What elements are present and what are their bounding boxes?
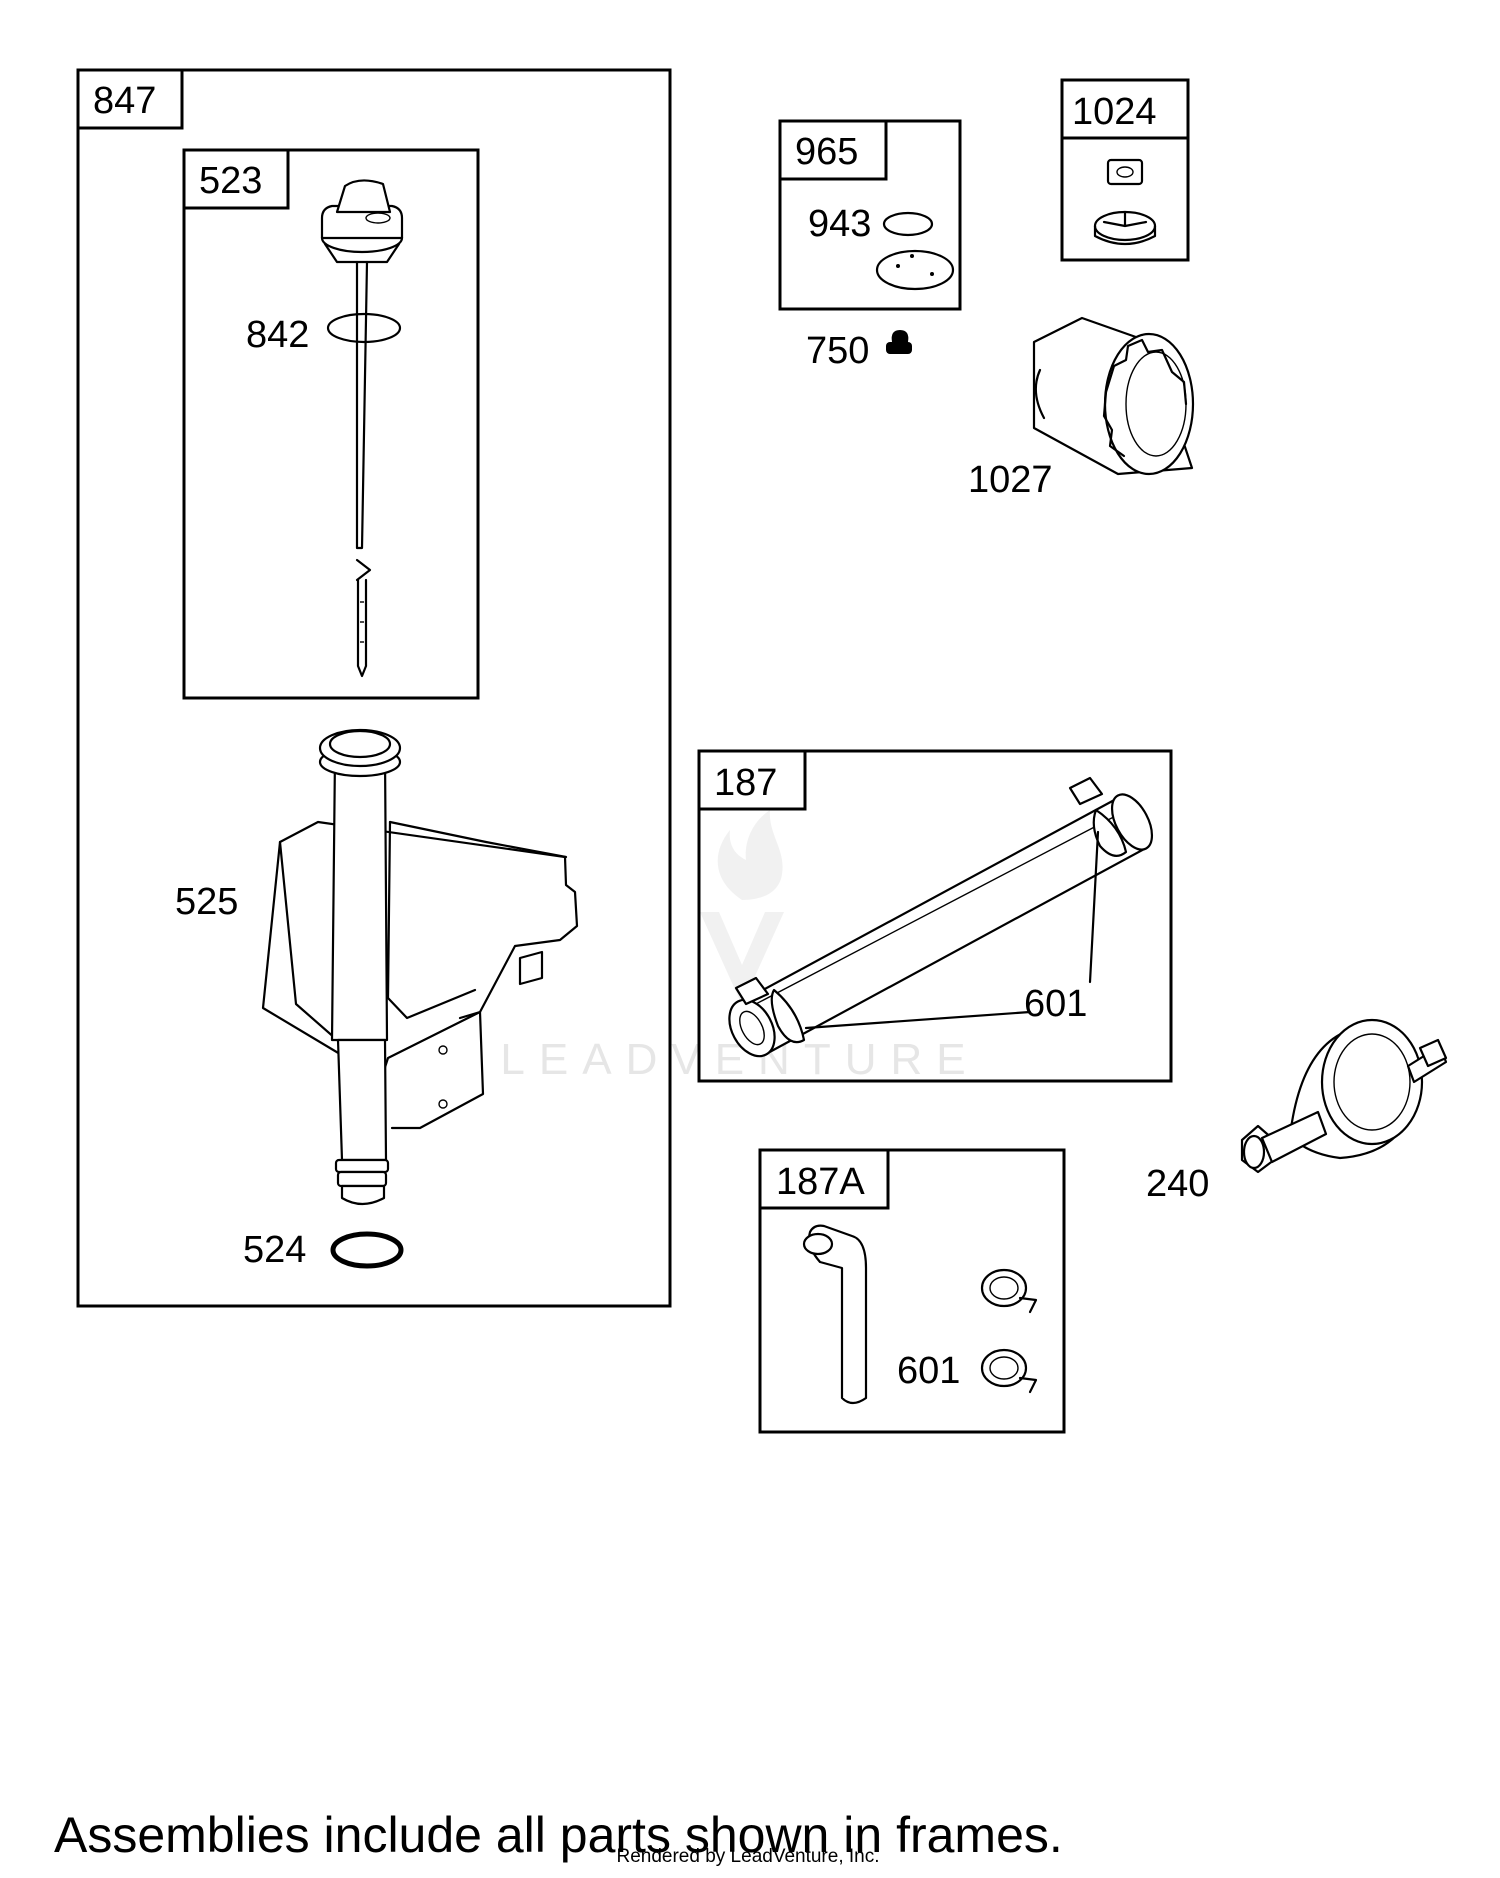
frame-847[interactable]: 847 [76,68,672,1308]
drain-plug-750-icon [886,330,912,354]
gasket-943-icon [875,211,955,291]
hose-clamp-601-icon [980,1268,1038,1394]
elbow-hose-187A-icon [802,1224,868,1405]
frame-847-label: 847 [93,80,156,122]
frame-965[interactable]: 965 [778,119,962,311]
watermark-text: LEADVENTURE [500,1035,979,1084]
oil-filter-adapter-icon [1093,158,1157,246]
oil-fill-tube-icon [261,728,579,1206]
part-601-label: 601 [1024,983,1087,1025]
frame-187A[interactable]: 187A [758,1148,1066,1434]
fuel-filter-240-icon [1240,1018,1448,1174]
frame-187A-label: 187A [776,1161,865,1203]
part-1027-label: 1027 [968,459,1053,501]
frame-187-label: 187 [714,762,777,804]
part-240-label: 240 [1146,1163,1209,1205]
part-750-label: 750 [806,330,869,372]
part-601b-label: 601 [897,1350,960,1392]
hose-187-icon [728,776,1154,1058]
frame-523[interactable]: 523 [182,148,480,700]
frame-1024[interactable]: 1024 [1060,78,1190,262]
frame-1024-label: 1024 [1072,91,1157,133]
part-943-label: 943 [808,203,871,245]
o-ring-524-icon [330,1231,404,1269]
oil-filter-1027-icon [1032,316,1195,476]
part-524-label: 524 [243,1229,306,1271]
frame-523-label: 523 [199,160,262,202]
assemblies-note: Assemblies include all parts shown in fr… [54,1807,1063,1863]
leader-601-icon [804,830,1100,1030]
watermark-logo-icon [700,810,784,1005]
part-842-label: 842 [246,314,309,356]
watermark: LEADVENTURE [500,810,979,1084]
part-525-label: 525 [175,881,238,923]
frame-965-label: 965 [795,131,858,173]
o-ring-842-icon [326,312,402,344]
frame-187[interactable]: 187 [697,749,1173,1083]
render-credit: Rendered by LeadVenture, Inc. [616,1846,879,1867]
dipstick-icon [320,179,404,678]
